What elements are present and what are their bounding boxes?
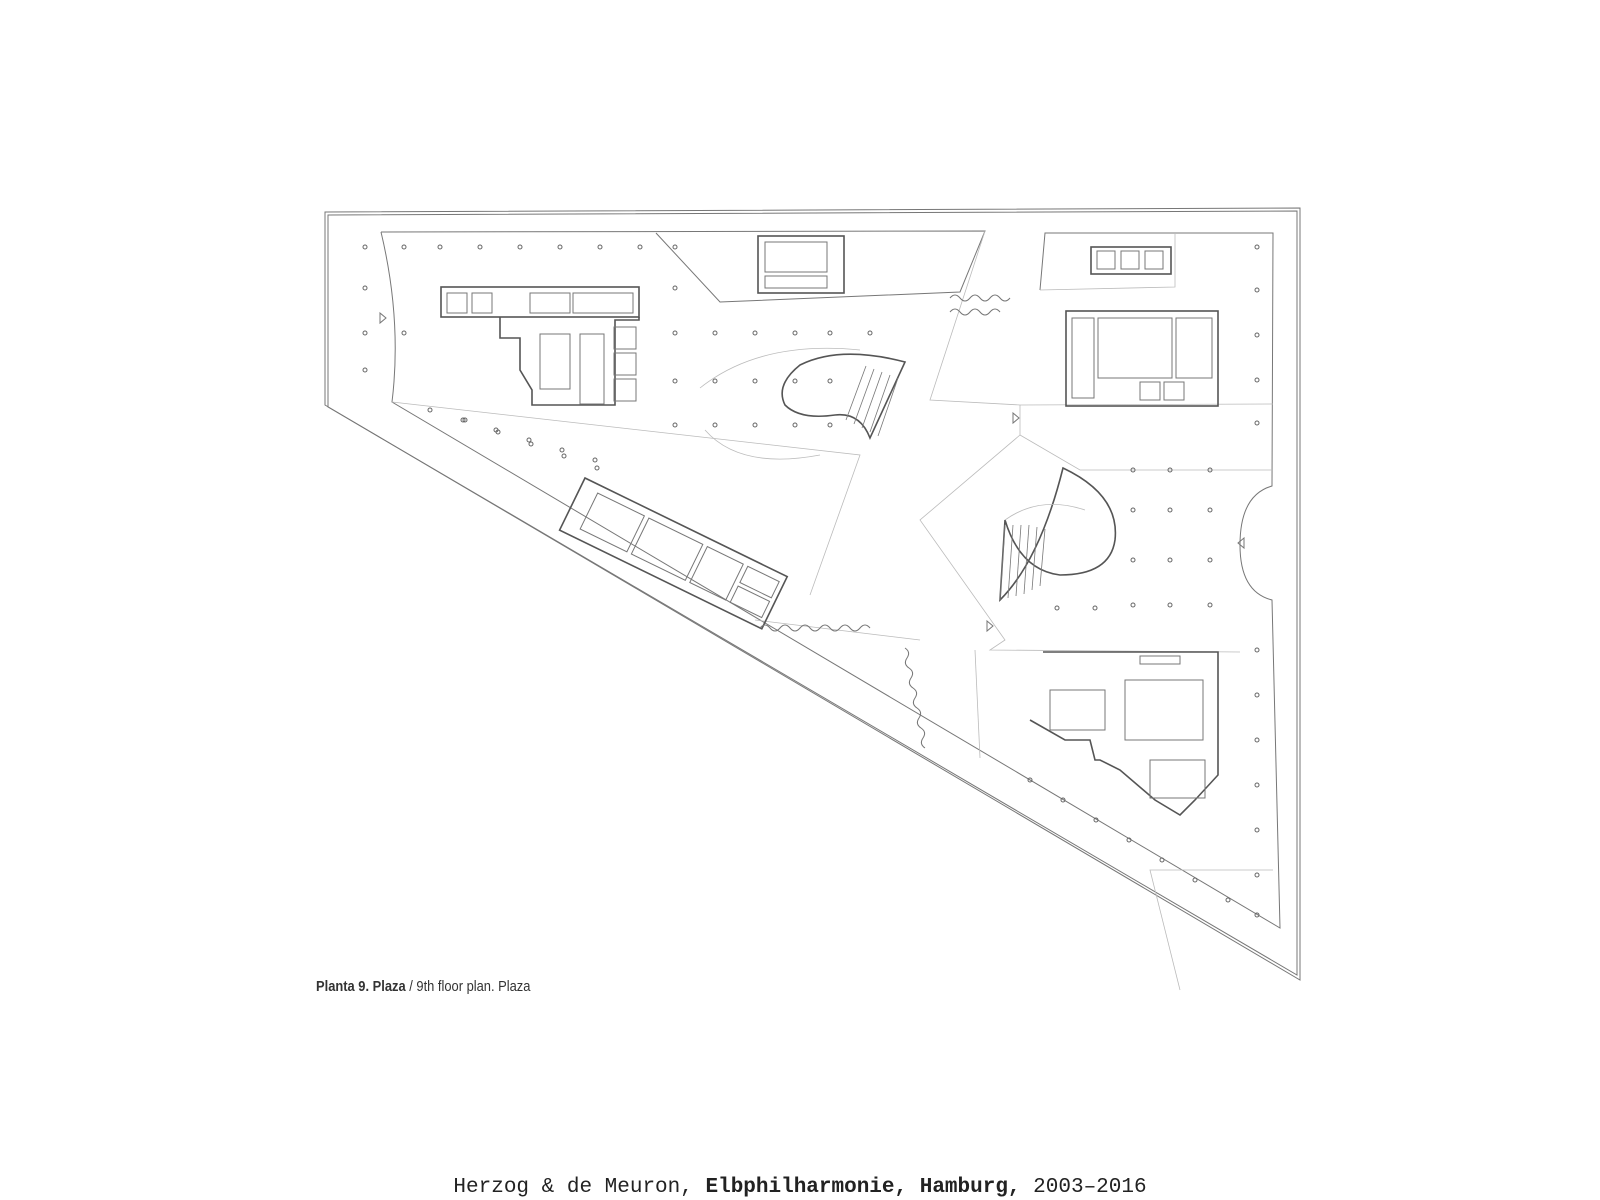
- core-upper-left: [440, 286, 640, 406]
- credit-building: Elbphilharmonie, Hamburg,: [705, 1176, 1021, 1199]
- plaza-zone-lines: [754, 230, 1274, 759]
- column-63: [495, 429, 501, 435]
- structural-columns: [362, 244, 1260, 918]
- column-27: [827, 422, 833, 428]
- right-stair: [999, 466, 1117, 603]
- column-43: [1207, 467, 1213, 473]
- column-13: [712, 330, 718, 336]
- column-10: [362, 330, 368, 336]
- column-20: [712, 378, 718, 384]
- core-upper-right: [1065, 246, 1219, 407]
- column-16: [827, 330, 833, 336]
- plan-caption-bold: Planta 9. Plaza: [316, 978, 406, 995]
- column-9: [362, 285, 368, 291]
- column-56: [427, 407, 433, 413]
- column-17: [867, 330, 873, 336]
- column-41: [1167, 557, 1173, 563]
- column-32: [1254, 332, 1260, 338]
- plan-caption-separator: /: [405, 978, 417, 995]
- column-68: [1060, 797, 1066, 803]
- column-23: [752, 422, 758, 428]
- column-6: [637, 244, 643, 250]
- core-lower-right: [1029, 651, 1219, 817]
- column-35: [1130, 467, 1136, 473]
- column-60: [559, 447, 565, 453]
- column-36: [1130, 507, 1136, 513]
- column-25: [792, 422, 798, 428]
- column-30: [1254, 244, 1260, 250]
- image-credit: Herzog & de Meuron, Elbphilharmonie, Ham…: [0, 1176, 1600, 1199]
- column-3: [517, 244, 523, 250]
- column-4: [557, 244, 563, 250]
- column-71: [1159, 857, 1165, 863]
- central-stair: [699, 347, 907, 460]
- column-59: [526, 437, 532, 443]
- column-34: [1254, 420, 1260, 426]
- column-21: [712, 422, 718, 428]
- column-5: [597, 244, 603, 250]
- column-44: [1207, 507, 1213, 513]
- column-69: [1093, 817, 1099, 823]
- core-diagonal: [558, 476, 789, 630]
- column-62: [462, 417, 468, 423]
- column-24: [792, 378, 798, 384]
- column-15: [792, 330, 798, 336]
- outer-slab-outline: [324, 207, 1301, 981]
- column-42: [1167, 602, 1173, 608]
- column-52: [1254, 782, 1260, 788]
- column-38: [1130, 602, 1136, 608]
- column-47: [1054, 605, 1060, 611]
- column-26: [827, 378, 833, 384]
- column-46: [1207, 602, 1213, 608]
- credit-separator-2: [1021, 1176, 1034, 1199]
- column-49: [1254, 647, 1260, 653]
- column-8: [362, 244, 368, 250]
- column-14: [752, 330, 758, 336]
- entry-markers: [379, 311, 1245, 633]
- column-53: [1254, 827, 1260, 833]
- core-top-center: [757, 235, 845, 294]
- column-50: [1254, 692, 1260, 698]
- column-7: [672, 244, 678, 250]
- column-55: [1254, 912, 1260, 918]
- column-18: [672, 378, 678, 384]
- column-64: [528, 441, 534, 447]
- column-19: [672, 422, 678, 428]
- column-51: [1254, 737, 1260, 743]
- credit-separator: ,: [680, 1176, 706, 1199]
- wavy-edge-lines: [759, 294, 1011, 749]
- column-66: [594, 465, 600, 471]
- column-39: [1167, 467, 1173, 473]
- facade-line: [380, 230, 1281, 991]
- column-48: [1092, 605, 1098, 611]
- credit-years: 2003–2016: [1033, 1176, 1147, 1199]
- column-12: [401, 330, 407, 336]
- column-29: [672, 330, 678, 336]
- column-70: [1126, 837, 1132, 843]
- column-73: [1225, 897, 1231, 903]
- column-37: [1130, 557, 1136, 563]
- column-54: [1254, 872, 1260, 878]
- column-22: [752, 378, 758, 384]
- column-31: [1254, 287, 1260, 293]
- credit-architects: Herzog & de Meuron: [453, 1176, 681, 1199]
- column-1: [437, 244, 443, 250]
- column-61: [592, 457, 598, 463]
- column-0: [401, 244, 407, 250]
- column-72: [1192, 877, 1198, 883]
- column-57: [460, 417, 466, 423]
- column-11: [362, 367, 368, 373]
- column-45: [1207, 557, 1213, 563]
- column-65: [561, 453, 567, 459]
- column-2: [477, 244, 483, 250]
- column-40: [1167, 507, 1173, 513]
- plan-caption-regular: 9th floor plan. Plaza: [416, 978, 531, 995]
- plan-caption: Planta 9. Plaza / 9th floor plan. Plaza: [316, 978, 530, 995]
- column-67: [1027, 777, 1033, 783]
- column-28: [672, 285, 678, 291]
- column-33: [1254, 377, 1260, 383]
